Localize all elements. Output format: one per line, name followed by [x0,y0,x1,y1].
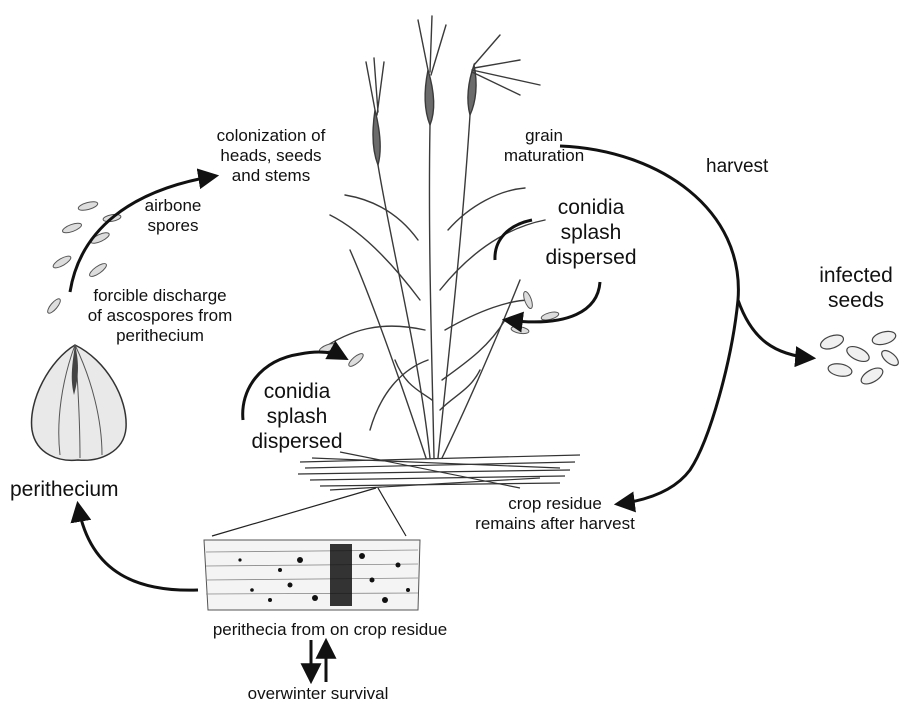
label-conidia-upper: conidia splash dispersed [536,196,646,270]
residue-closeup-illustration [204,540,420,610]
label-conidia-lower: conidia splash dispersed [232,380,362,454]
label-overwinter: overwinter survival [208,684,428,704]
label-perithecia-residue: perithecia from on crop residue [160,620,500,640]
label-colonization: colonization of heads, seeds and stems [196,126,346,186]
label-airbone-spores: airbone spores [118,196,228,236]
label-perithecium: perithecium [10,478,160,503]
crop-residue-illustration [298,452,580,490]
infected-seeds-illustration [819,329,901,387]
label-harvest: harvest [706,156,816,178]
perithecium-illustration [32,345,127,460]
label-grain-maturation: grain maturation [494,126,594,166]
conidia-spores-illustration [318,290,559,368]
label-infected-seeds: infected seeds [810,264,902,314]
label-forcible-discharge: forcible discharge of ascospores from pe… [60,286,260,346]
label-crop-residue: crop residue remains after harvest [460,494,650,534]
